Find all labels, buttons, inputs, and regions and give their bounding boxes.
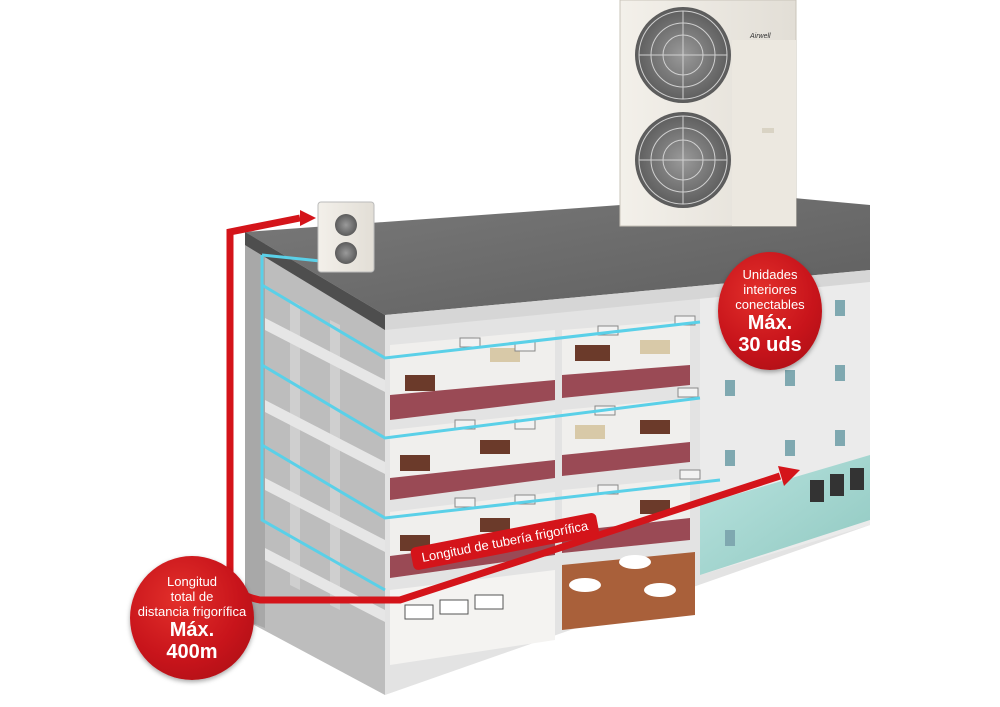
facade-windows [725,300,845,546]
badge-units-line3: conectables [735,296,805,312]
max-indoor-units-badge: Unidades interiores conectables Máx. 30 … [718,252,822,370]
badge-units-line2: interiores [743,281,797,297]
building-left-wall [245,232,385,695]
badge-units-value2: 30 uds [738,333,802,356]
indoor-units [454,315,701,508]
badge-length-line2: total de [170,588,214,604]
badge-length-line3: distancia frigorífica [137,603,247,619]
large-outdoor-unit: Airwell [619,0,797,227]
max-pipe-length-badge: Longitud total de distancia frigorífica … [130,556,254,680]
badge-length-value1: Máx. [169,618,215,641]
blue-pipes [260,253,721,592]
floor-2 [390,398,690,500]
badge-length-value2: 400m [166,640,218,663]
badge-units-value1: Máx. [747,311,793,334]
badge-length-line1: Longitud [167,573,217,589]
brand-logo: Airwell [749,33,771,40]
ground-floor [390,455,870,665]
badge-units-line1: Unidades [742,266,798,282]
small-outdoor-unit [317,201,375,273]
